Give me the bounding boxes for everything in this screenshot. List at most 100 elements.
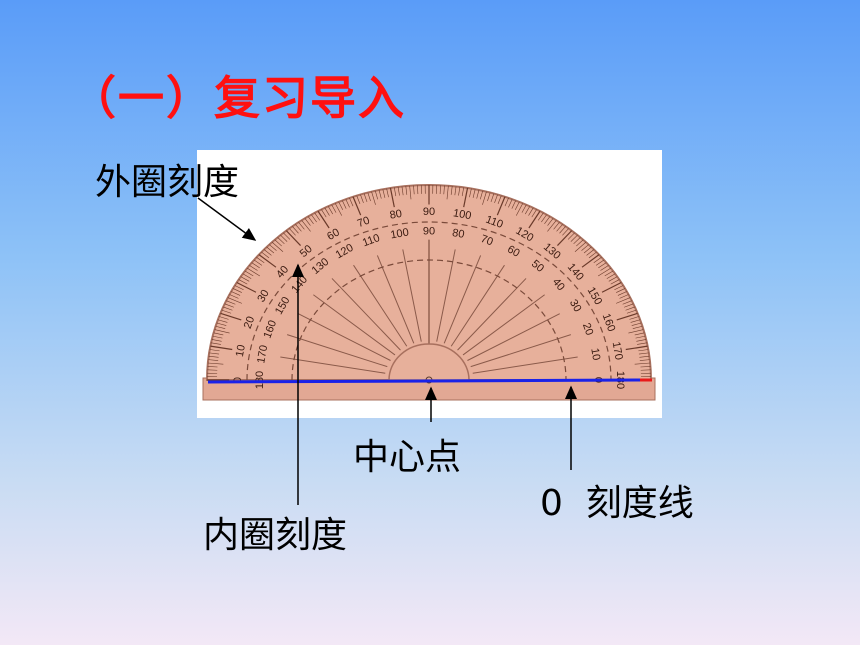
- outer-scale-number: 0: [232, 377, 244, 383]
- zero-line-label: 0 刻度线: [540, 483, 694, 524]
- tick-mark: [266, 246, 275, 254]
- tick-marks: [207, 185, 651, 381]
- tick-mark: [298, 222, 305, 230]
- tick-mark: [253, 259, 263, 266]
- tick-mark: [311, 214, 317, 223]
- tick-mark: [528, 210, 541, 229]
- tick-mark: [570, 234, 578, 242]
- tick-mark: [220, 312, 242, 321]
- outer-scale-number: 10: [234, 344, 248, 358]
- tick-mark: [490, 193, 495, 203]
- tick-mark: [487, 192, 491, 202]
- tick-mark: [480, 190, 483, 200]
- tick-mark: [371, 191, 376, 205]
- outer-scale-number: 70: [356, 215, 372, 230]
- tick-mark: [301, 220, 311, 232]
- tick-mark: [207, 366, 218, 368]
- tick-mark: [586, 249, 595, 256]
- inner-scale-number: 60: [505, 243, 522, 260]
- tick-mark: [574, 241, 587, 252]
- outer-scale-number: 160: [600, 312, 618, 333]
- inner-scale-number: 170: [255, 344, 270, 364]
- tick-mark: [626, 309, 637, 314]
- tick-mark: [511, 200, 517, 209]
- tick-mark: [352, 196, 362, 216]
- tick-mark: [458, 186, 461, 196]
- inner-scale-number: 100: [390, 226, 410, 241]
- tick-mark: [614, 285, 624, 290]
- tick-mark: [601, 281, 622, 293]
- tick-mark: [219, 316, 229, 320]
- inner-dashed-arc: [291, 259, 567, 381]
- tick-mark: [497, 195, 502, 205]
- center-half-circle: [388, 343, 470, 381]
- tick-mark: [553, 222, 560, 230]
- tick-mark: [443, 185, 445, 195]
- tick-mark: [524, 206, 531, 215]
- tick-mark: [531, 209, 537, 218]
- tick-mark: [236, 281, 257, 293]
- tick-mark: [413, 185, 415, 195]
- tick-mark: [547, 220, 557, 232]
- tick-mark: [367, 192, 371, 202]
- outer-scale-number: 30: [255, 288, 272, 305]
- tick-mark: [227, 297, 242, 304]
- tick-mark: [461, 187, 465, 197]
- tick-mark: [405, 186, 408, 195]
- tick-mark: [226, 300, 236, 305]
- tick-mark: [207, 362, 224, 365]
- tick-mark: [476, 189, 480, 199]
- tick-mark: [616, 288, 626, 293]
- tick-mark: [209, 349, 220, 352]
- tick-mark: [251, 262, 260, 269]
- tick-mark: [378, 189, 382, 199]
- tick-mark: [214, 329, 230, 334]
- degree-ray: [402, 249, 422, 342]
- tick-mark: [610, 279, 620, 285]
- tick-mark: [450, 186, 453, 195]
- tick-mark: [588, 251, 597, 259]
- tick-mark: [295, 224, 302, 232]
- tick-mark: [629, 316, 639, 320]
- outer-scale-number: 100: [452, 207, 472, 222]
- tick-mark: [617, 291, 627, 296]
- inner-scale-number: 160: [262, 319, 280, 340]
- tick-mark: [640, 366, 651, 368]
- tick-mark: [454, 186, 457, 196]
- tick-mark: [274, 239, 282, 247]
- tick-mark: [215, 325, 226, 329]
- tick-mark: [604, 270, 614, 277]
- tick-mark: [285, 230, 302, 246]
- inner-scale-number: 90: [423, 226, 435, 238]
- tick-mark: [616, 312, 638, 321]
- tick-mark: [634, 332, 645, 336]
- inner-scale-number: 80: [451, 227, 465, 241]
- tick-mark: [246, 267, 261, 277]
- tick-mark: [521, 204, 527, 213]
- tick-mark: [619, 294, 629, 299]
- outer-scale-label: 外圈刻度: [95, 162, 240, 203]
- degree-ray: [467, 313, 560, 361]
- slide-title: （一）复习导入: [70, 71, 406, 125]
- tick-mark: [494, 194, 498, 203]
- tick-mark: [271, 241, 284, 252]
- tick-mark: [349, 197, 354, 207]
- tick-mark: [242, 273, 252, 279]
- tick-mark: [625, 345, 648, 351]
- tick-mark: [496, 196, 506, 216]
- tick-mark: [600, 265, 609, 271]
- outer-scale-number: 110: [484, 214, 505, 231]
- tick-mark: [537, 212, 544, 221]
- tick-mark: [238, 279, 248, 285]
- tick-mark: [321, 209, 327, 218]
- tick-mark: [634, 362, 651, 365]
- tick-mark: [240, 276, 250, 282]
- tick-mark: [283, 232, 291, 240]
- tick-mark: [439, 185, 441, 195]
- tick-mark: [208, 355, 219, 358]
- tick-mark: [261, 251, 270, 259]
- tick-mark: [292, 226, 299, 234]
- tick-mark: [625, 306, 635, 311]
- tick-mark: [631, 322, 642, 326]
